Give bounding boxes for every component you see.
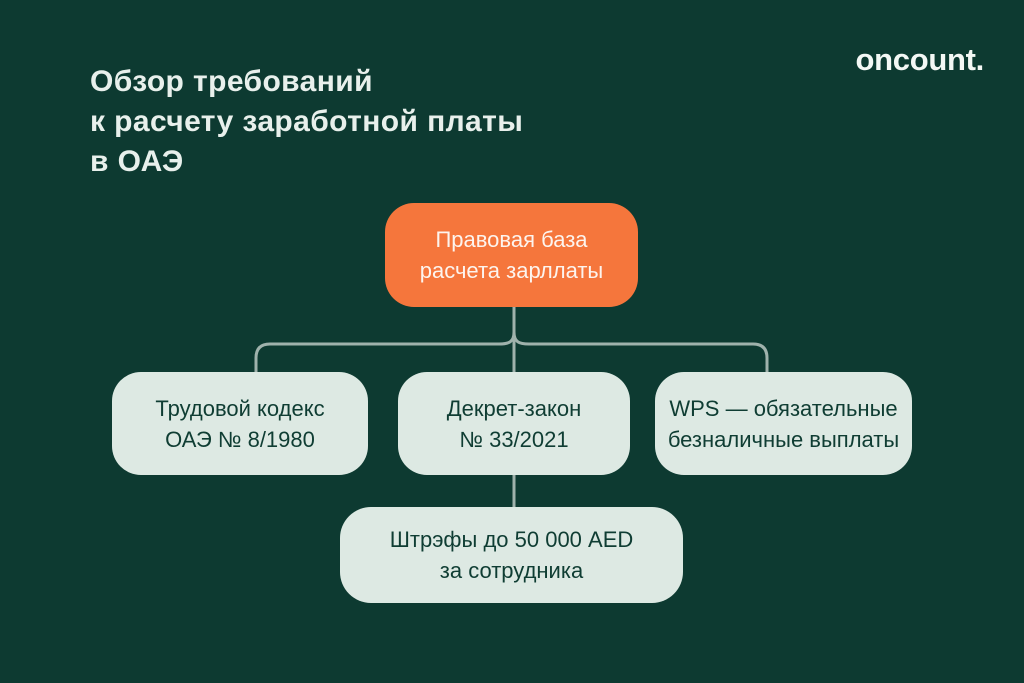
node-wps-line-1: WPS — обязательные bbox=[669, 395, 898, 421]
page-title: Обзор требований к расчету заработной пл… bbox=[90, 62, 523, 182]
connector-branch-left bbox=[254, 330, 516, 374]
node-wps: WPS — обязательные безналичные выплаты bbox=[655, 372, 912, 475]
connector-branch-right bbox=[512, 330, 769, 374]
node-legal-base-line-1: Правовая база bbox=[435, 227, 588, 252]
node-decree-law: Декрет-закон № 33/2021 bbox=[398, 372, 630, 475]
node-labor-code: Трудовой кодекс ОАЭ № 8/1980 bbox=[112, 372, 368, 475]
node-fines-line-1: Штрэфы до 50 000 AED bbox=[389, 527, 634, 552]
brand-logo: oncount. bbox=[855, 42, 985, 77]
node-fines-line-2: за сотрудника bbox=[439, 558, 584, 583]
node-labor-code-line-2: ОАЭ № 8/1980 bbox=[165, 426, 315, 452]
node-wps-line-2: безналичные выплаты bbox=[667, 426, 900, 452]
node-labor-code-line-1: Трудовой кодекс bbox=[155, 395, 325, 421]
page-title-line-3: в ОАЭ bbox=[90, 145, 184, 178]
node-legal-base: Правовая база расчета зарллаты bbox=[385, 203, 638, 307]
page-title-line-1: Обзор требований bbox=[90, 65, 373, 98]
node-legal-base-line-2: расчета зарллаты bbox=[419, 258, 604, 283]
node-fines: Штрэфы до 50 000 AED за сотрудника bbox=[340, 507, 683, 603]
node-decree-law-line-2: № 33/2021 bbox=[459, 426, 569, 452]
page-title-line-2: к расчету заработной платы bbox=[90, 105, 524, 138]
node-decree-law-line-1: Декрет-закон bbox=[446, 395, 582, 421]
